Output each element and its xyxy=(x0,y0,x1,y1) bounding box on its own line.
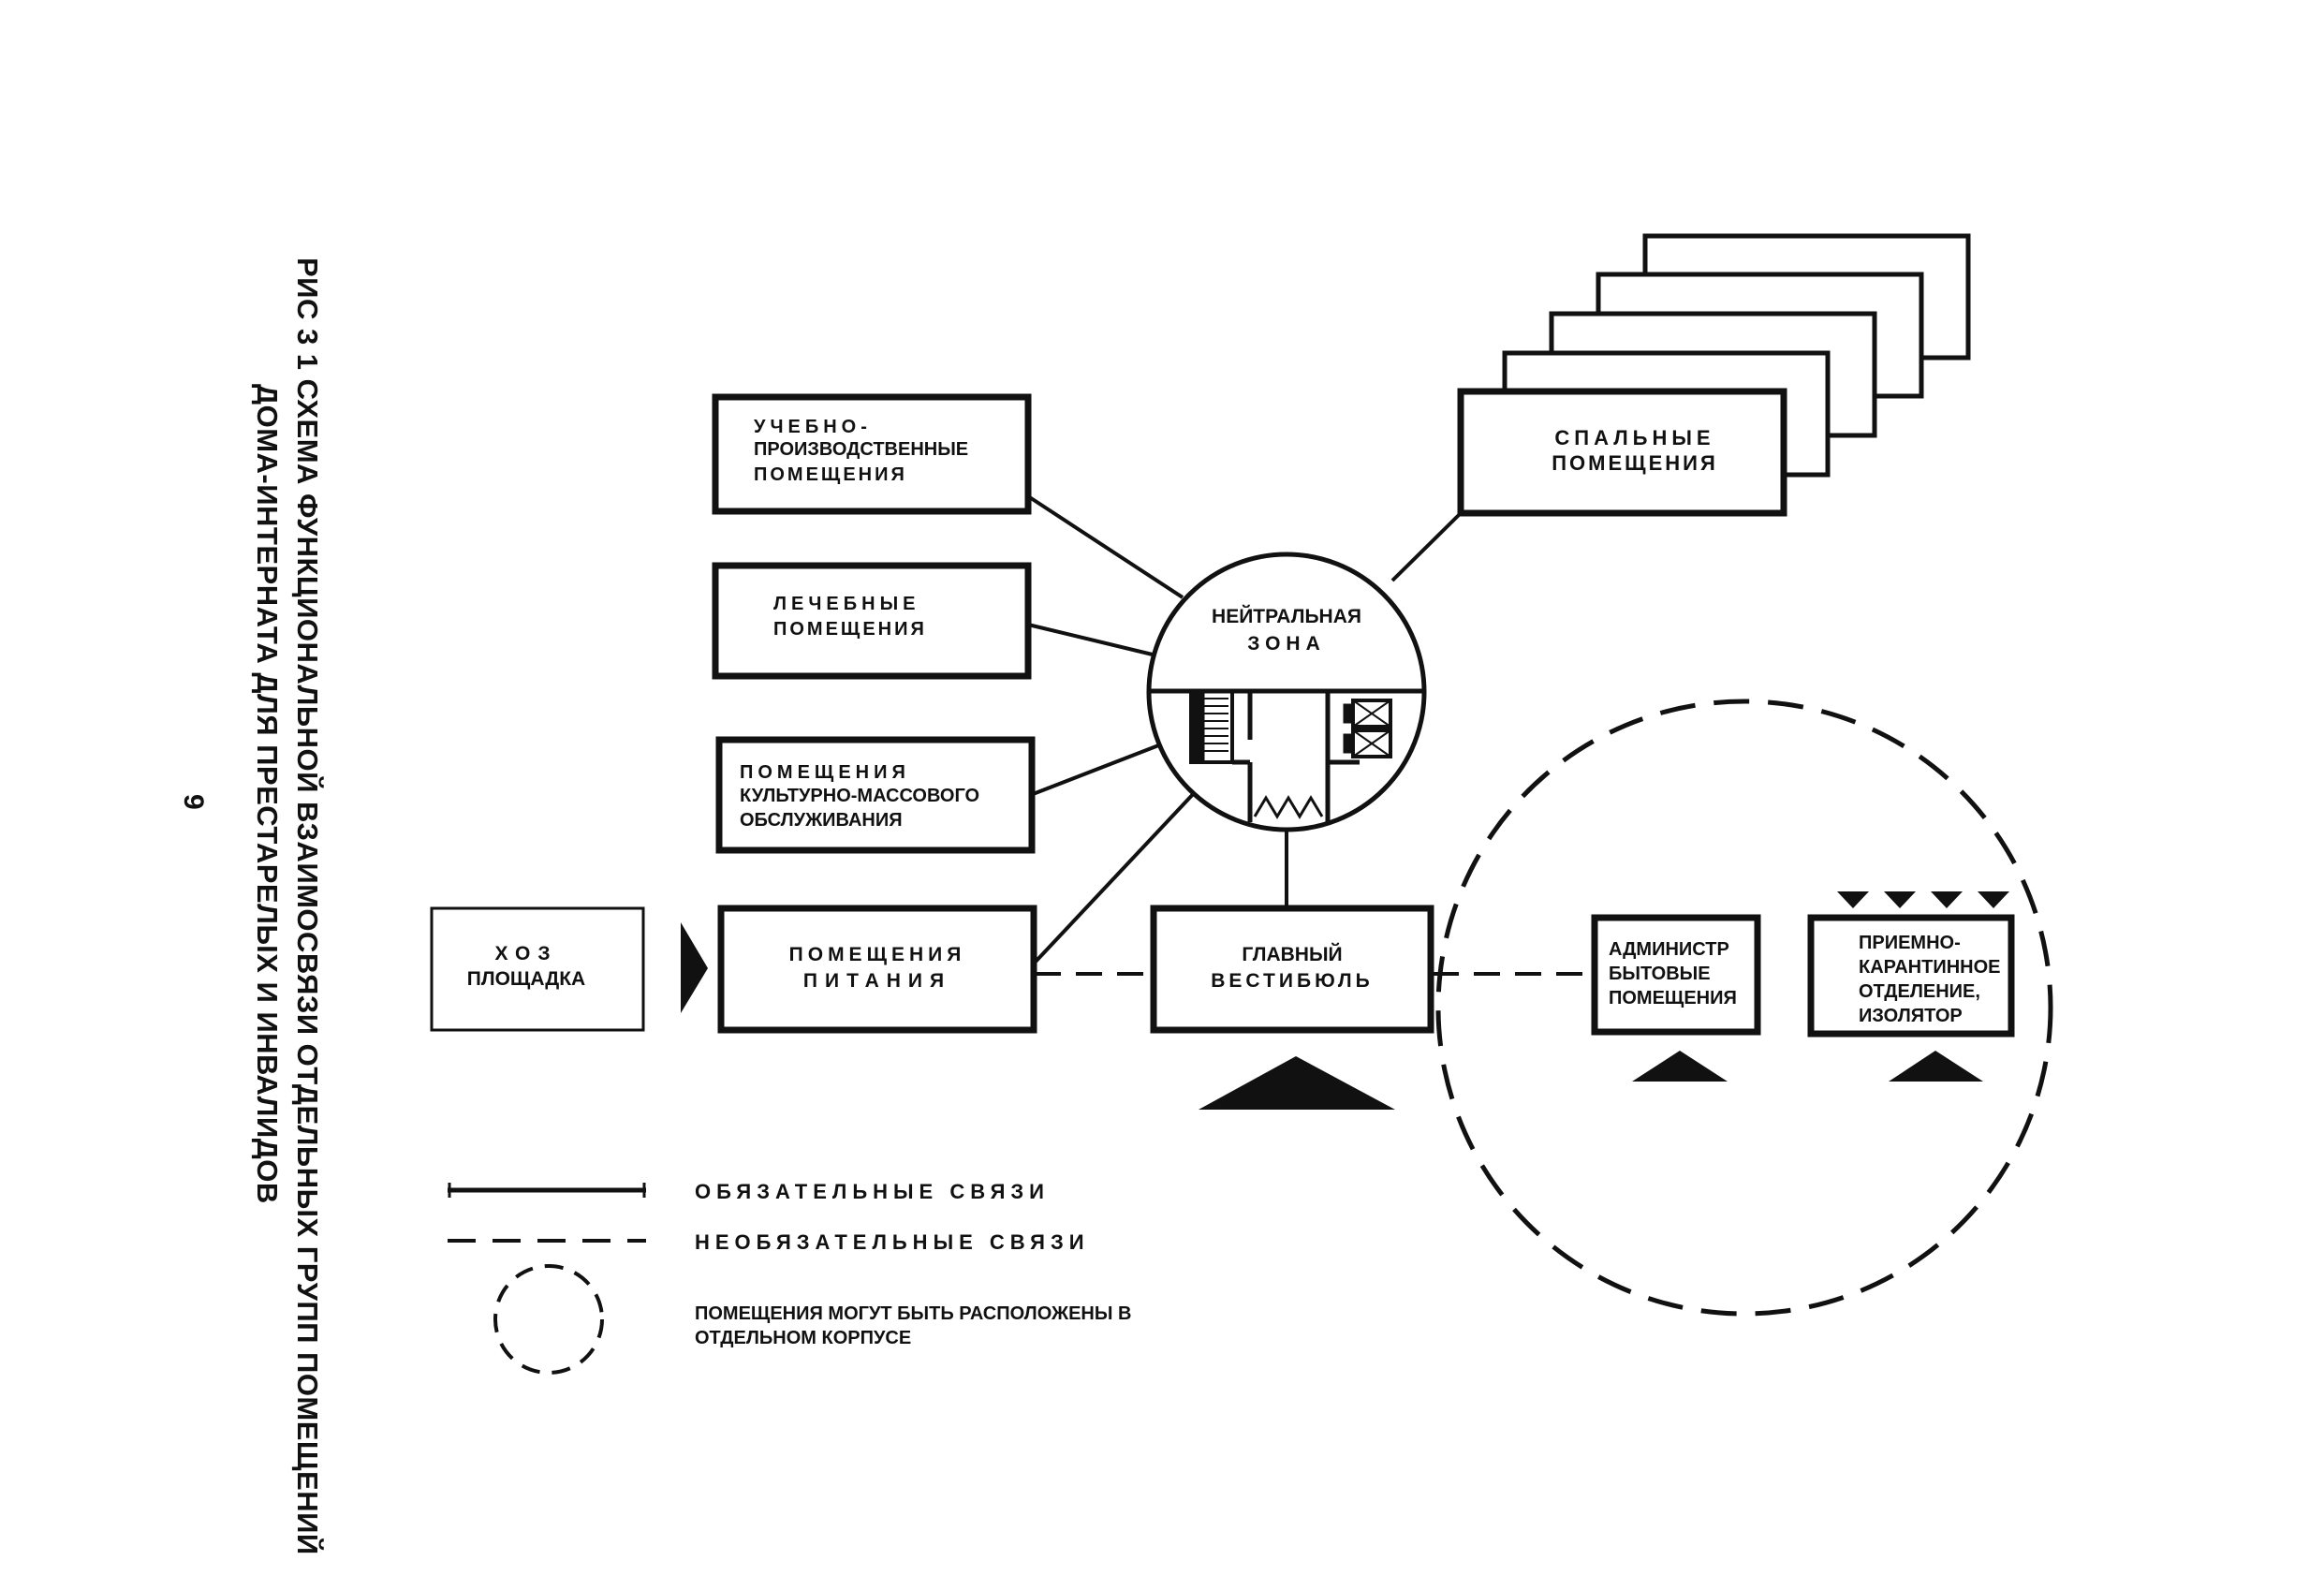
link-kulturno-neutral xyxy=(1027,743,1162,798)
link-neutral-spalnye xyxy=(1390,511,1463,582)
priemno-node: ПРИЕМНО- КАРАНТИННОЕ ОТДЕЛЕНИЕ, ИЗОЛЯТОР xyxy=(1807,914,2015,1038)
main-entrance-triangle-icon xyxy=(1199,1056,1395,1110)
svg-text:ПИТАНИЯ: ПИТАНИЯ xyxy=(803,970,951,992)
khoz-box xyxy=(430,906,645,1032)
caption-line-2: ДОМА-ИНТЕРНАТА ДЛЯ ПРЕСТАРЕЛЫХ И ИНВАЛИД… xyxy=(251,384,284,1204)
svg-text:ПОМЕЩЕНИЯ МОГУТ БЫТЬ РАСПОЛОЖЕ: ПОМЕЩЕНИЯ МОГУТ БЫТЬ РАСПОЛОЖЕНЫ В xyxy=(695,1303,1131,1324)
svg-text:ВЕСТИБЮЛЬ: ВЕСТИБЮЛЬ xyxy=(1211,970,1374,992)
link-uchebno-neutral xyxy=(1026,494,1184,599)
uchebno-box xyxy=(712,393,1032,515)
svg-text:ЛЕЧЕБНЫЕ: ЛЕЧЕБНЫЕ xyxy=(773,594,920,614)
vestibyul-box xyxy=(1150,905,1434,1034)
spalnye-stack xyxy=(1457,233,1971,517)
svg-text:ОТДЕЛЕНИЕ,: ОТДЕЛЕНИЕ, xyxy=(1859,981,1980,1002)
svg-text:ХОЗ: ХОЗ xyxy=(495,943,558,964)
svg-text:КУЛЬТУРНО-МАССОВОГО: КУЛЬТУРНО-МАССОВОГО xyxy=(740,786,979,806)
svg-text:КАРАНТИННОЕ: КАРАНТИННОЕ xyxy=(1859,957,2001,978)
vestibyul-node: ГЛАВНЫЙ ВЕСТИБЮЛЬ xyxy=(1150,905,1434,1034)
kulturno-box xyxy=(715,736,1036,854)
svg-text:ПОМЕЩЕНИЯ: ПОМЕЩЕНИЯ xyxy=(1609,988,1737,1008)
figure-caption: РИС 3 1 СХЕМА ФУНКЦИОНАЛЬНОЙ ВЗАИМОСВЯЗИ… xyxy=(178,258,325,1555)
svg-text:ПОМЕЩЕНИЯ: ПОМЕЩЕНИЯ xyxy=(1552,451,1718,475)
svg-text:ЗОНА: ЗОНА xyxy=(1247,633,1326,655)
elevator-icon xyxy=(1351,699,1392,729)
svg-text:БЫТОВЫЕ: БЫТОВЫЕ xyxy=(1609,964,1711,984)
admin-node: АДМИНИСТР БЫТОВЫЕ ПОМЕЩЕНИЯ xyxy=(1591,914,1761,1036)
spalnye-box xyxy=(1457,388,1787,517)
legend-dashed-circle-icon xyxy=(493,1264,604,1375)
spalnye-label: СПАЛЬНЫЕ ПОМЕЩЕНИЯ xyxy=(1552,426,1718,475)
svg-text:ОТДЕЛЬНОМ КОРПУСЕ: ОТДЕЛЬНОМ КОРПУСЕ xyxy=(695,1328,911,1348)
floor-plan-icon xyxy=(1149,688,1423,822)
legend-separate: ПОМЕЩЕНИЯ МОГУТ БЫТЬ РАСПОЛОЖЕНЫ В ОТДЕЛ… xyxy=(493,1264,1131,1375)
caption-line-1: РИС 3 1 СХЕМА ФУНКЦИОНАЛЬНОЙ ВЗАИМОСВЯЗИ… xyxy=(291,258,325,1555)
svg-text:ПОМЕЩЕНИЯ: ПОМЕЩЕНИЯ xyxy=(789,944,966,965)
lechebnye-node: ЛЕЧЕБНЫЕ ПОМЕЩЕНИЯ xyxy=(712,562,1032,680)
legend: ОБЯЗАТЕЛЬНЫЕ СВЯЗИ НЕОБЯЗАТЕЛЬНЫЕ СВЯЗИ … xyxy=(448,1180,1131,1375)
supply-arrow-icon xyxy=(681,922,708,1013)
svg-text:НЕОБЯЗАТЕЛЬНЫЕ СВЯЗИ: НЕОБЯЗАТЕЛЬНЫЕ СВЯЗИ xyxy=(695,1230,1090,1254)
link-lechebnye-neutral xyxy=(1027,623,1157,657)
priemno-top-markers-icon xyxy=(1837,891,2009,908)
svg-text:ИЗОЛЯТОР: ИЗОЛЯТОР xyxy=(1859,1006,1963,1026)
priemno-entrance-triangle-icon xyxy=(1889,1051,1983,1082)
svg-text:ПРИЕМНО-: ПРИЕМНО- xyxy=(1859,933,1961,953)
svg-text:АДМИНИСТР: АДМИНИСТР xyxy=(1609,939,1729,960)
neutral-zone: НЕЙТРАЛЬНАЯ ЗОНА xyxy=(1146,552,1427,832)
elevator-icon-2 xyxy=(1351,729,1392,758)
admin-entrance-triangle-icon xyxy=(1632,1051,1728,1082)
lechebnye-box xyxy=(712,562,1032,680)
link-pitaniya-neutral xyxy=(1033,788,1199,964)
svg-text:УЧЕБНО-: УЧЕБНО- xyxy=(754,417,872,437)
separate-building-circle xyxy=(1435,699,2053,1317)
entrance-doors-icon xyxy=(1253,795,1324,819)
khoz-node: ХОЗ ПЛОЩАДКА xyxy=(430,906,645,1032)
svg-text:НЕЙТРАЛЬНАЯ: НЕЙТРАЛЬНАЯ xyxy=(1212,605,1361,627)
svg-text:ГЛАВНЫЙ: ГЛАВНЫЙ xyxy=(1242,943,1342,965)
pitaniya-node: ПОМЕЩЕНИЯ ПИТАНИЯ xyxy=(717,905,1037,1034)
svg-text:ПРОИЗВОДСТВЕННЫЕ: ПРОИЗВОДСТВЕННЫЕ xyxy=(754,439,968,460)
svg-text:ОБЯЗАТЕЛЬНЫЕ СВЯЗИ: ОБЯЗАТЕЛЬНЫЕ СВЯЗИ xyxy=(695,1180,1050,1203)
legend-mandatory: ОБЯЗАТЕЛЬНЫЕ СВЯЗИ xyxy=(448,1180,1050,1203)
svg-text:ПОМЕЩЕНИЯ: ПОМЕЩЕНИЯ xyxy=(773,619,927,640)
kulturno-node: ПОМЕЩЕНИЯ КУЛЬТУРНО-МАССОВОГО ОБСЛУЖИВАН… xyxy=(715,736,1036,854)
legend-optional: НЕОБЯЗАТЕЛЬНЫЕ СВЯЗИ xyxy=(448,1230,1090,1254)
svg-text:СПАЛЬНЫЕ: СПАЛЬНЫЕ xyxy=(1554,426,1714,449)
priemno-box xyxy=(1807,914,2015,1038)
page-number: 9 xyxy=(178,794,209,810)
admin-box xyxy=(1591,914,1761,1036)
svg-text:ПОМЕЩЕНИЯ: ПОМЕЩЕНИЯ xyxy=(754,464,907,485)
svg-text:ПЛОЩАДКА: ПЛОЩАДКА xyxy=(467,968,585,990)
mandatory-links xyxy=(1026,494,1463,964)
svg-text:ОБСЛУЖИВАНИЯ: ОБСЛУЖИВАНИЯ xyxy=(740,810,903,831)
svg-text:ПОМЕЩЕНИЯ: ПОМЕЩЕНИЯ xyxy=(740,762,910,783)
uchebno-node: УЧЕБНО- ПРОИЗВОДСТВЕННЫЕ ПОМЕЩЕНИЯ xyxy=(712,393,1032,515)
pitaniya-box xyxy=(717,905,1037,1034)
